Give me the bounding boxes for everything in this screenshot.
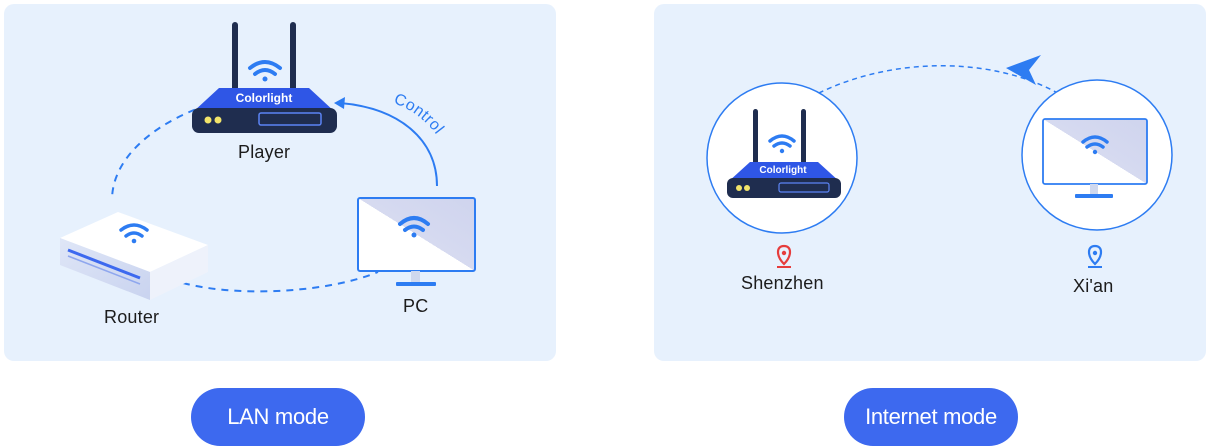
pc-wifi-icon xyxy=(398,216,430,238)
xian-wifi-icon xyxy=(1081,135,1109,155)
control-arrow-path xyxy=(339,102,438,187)
internet-mode-button[interactable]: Internet mode xyxy=(844,388,1018,446)
lan-mode-button[interactable]: LAN mode xyxy=(191,388,365,446)
xian-location-pin-icon xyxy=(1087,244,1103,268)
direction-arrow-icon xyxy=(1006,55,1041,85)
player-wifi-icon xyxy=(248,60,282,82)
player-brand-text: Colorlight xyxy=(236,91,293,105)
player-antenna-left xyxy=(232,22,238,98)
control-arrow-head xyxy=(334,97,345,109)
router-device xyxy=(60,212,208,300)
shenzhen-label: Shenzhen xyxy=(741,273,824,293)
router-label: Router xyxy=(104,307,160,327)
control-label: Control xyxy=(392,91,447,138)
pc-label: PC xyxy=(403,296,429,316)
shenzhen-location-pin-icon xyxy=(776,244,792,268)
lan-panel xyxy=(4,4,556,361)
shenzhen-node xyxy=(706,82,858,234)
player-device: Colorlight xyxy=(192,22,337,133)
shenzhen-player-device: Colorlight xyxy=(727,109,841,198)
shenzhen-brand-text: Colorlight xyxy=(759,165,807,176)
player-antenna-right xyxy=(290,22,296,98)
xian-pc-monitor xyxy=(1042,118,1148,198)
pc-monitor xyxy=(357,197,476,286)
xian-label: Xi'an xyxy=(1073,276,1114,296)
router-wifi-icon xyxy=(119,223,149,244)
router-pc-link xyxy=(182,271,379,293)
shenzhen-wifi-icon xyxy=(768,134,796,154)
player-label: Player xyxy=(238,142,291,162)
router-player-link xyxy=(111,104,208,201)
